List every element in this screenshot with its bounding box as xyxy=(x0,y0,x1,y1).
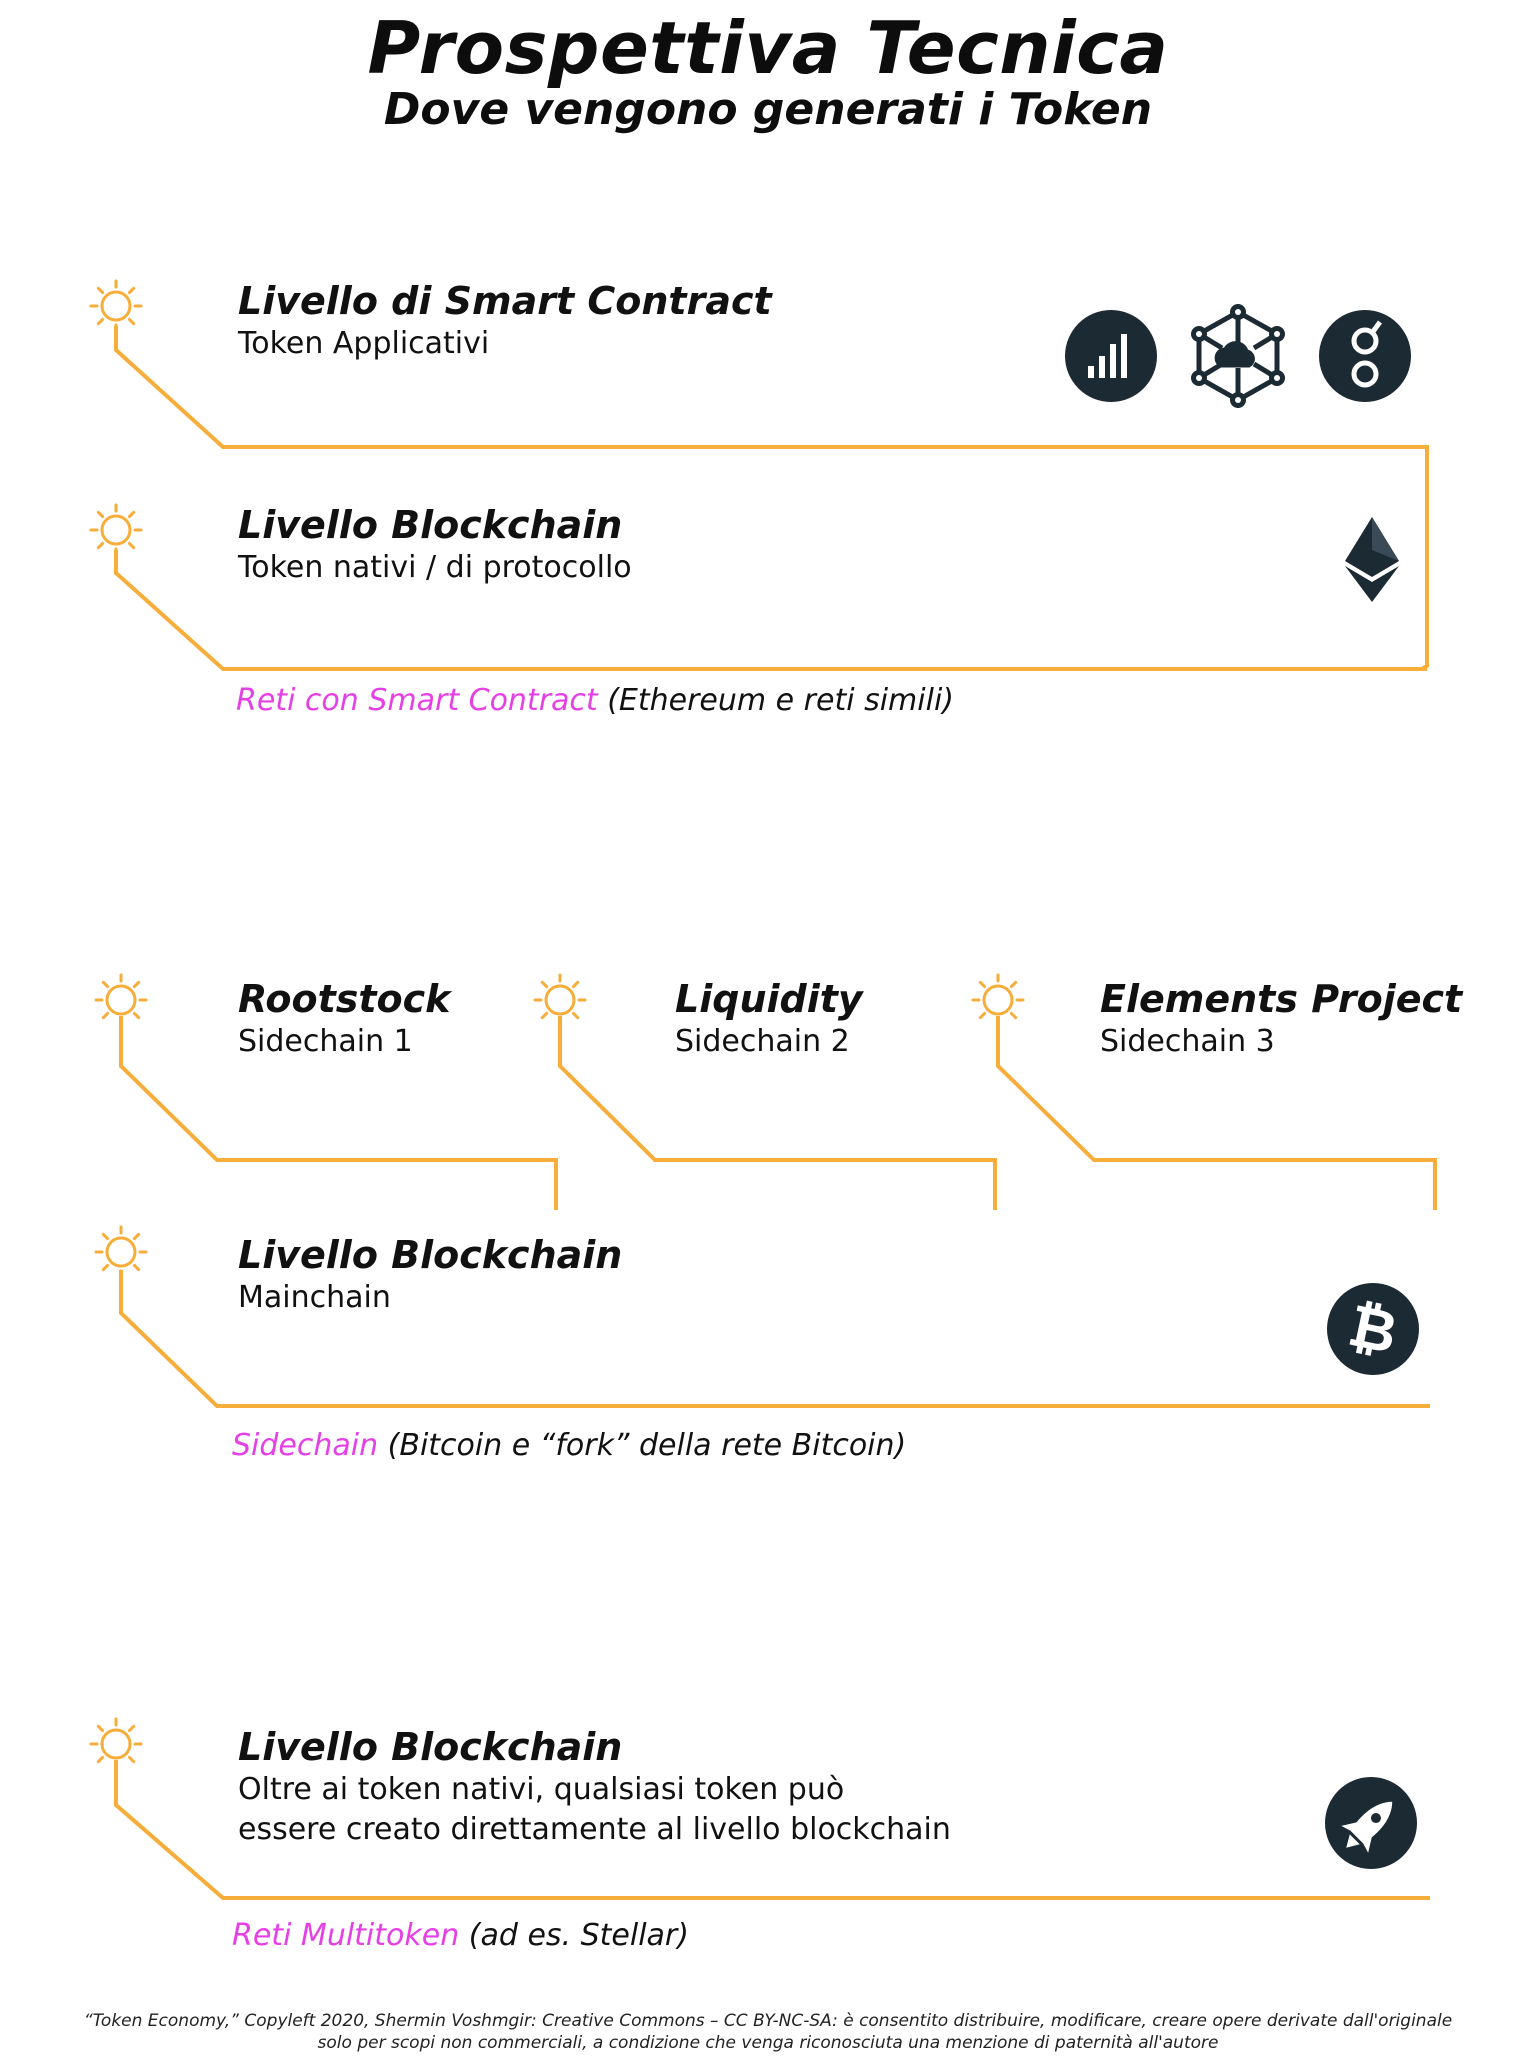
connector-blockchain-layer-1 xyxy=(114,550,1427,671)
blockchain-layer-2-label: Livello Blockchain Mainchain xyxy=(238,1232,622,1318)
sun-marker-icon xyxy=(94,973,148,1027)
sun-marker-icon xyxy=(94,1225,148,1279)
sidechain-1-title: Rootstock xyxy=(238,977,451,1021)
page-subtitle: Dove vengono generati i Token xyxy=(383,84,1153,135)
page-title: Prospettiva Tecnica xyxy=(367,6,1169,90)
blockchain-layer-1-label: Livello Blockchain Token nativi / di pro… xyxy=(238,502,632,588)
sun-marker-icon xyxy=(89,503,143,557)
sidechain-2-subtitle: Sidechain 2 xyxy=(675,1024,850,1059)
sidechain-1-label: Rootstock Sidechain 1 xyxy=(238,976,450,1062)
sidechain-2-title: Liquidity xyxy=(675,977,863,1021)
footer-line-2: solo per scopi non commerciali, a condiz… xyxy=(317,2033,1219,2053)
sun-marker-icon xyxy=(971,973,1025,1027)
sidechain-3-title: Elements Project xyxy=(1100,977,1463,1021)
connector-blockchain-layer-3 xyxy=(114,1760,1430,1900)
blockchain-layer-1-title: Livello Blockchain xyxy=(238,503,623,547)
network-highlight-1: Reti con Smart Contract xyxy=(236,683,598,718)
blockchain-layer-3-label: Livello Blockchain Oltre ai token nativi… xyxy=(238,1724,951,1850)
blockchain-layer-3-subtitle-line1: Oltre ai token nativi, qualsiasi token p… xyxy=(238,1772,845,1807)
rocket-icon xyxy=(1325,1777,1417,1869)
blockchain-layer-3-subtitle-line2: essere creato direttamente al livello bl… xyxy=(238,1812,951,1847)
bar-chart-icon xyxy=(1065,310,1157,402)
sidechain-2-label: Liquidity Sidechain 2 xyxy=(675,976,863,1062)
sun-marker-icon xyxy=(89,1717,143,1771)
footer-credits: “Token Economy,” Copyleft 2020, Shermin … xyxy=(0,2010,1536,2054)
blockchain-layer-1-subtitle: Token nativi / di protocollo xyxy=(238,550,632,585)
network-rest-2: (Bitcoin e “fork” della rete Bitcoin) xyxy=(378,1428,907,1463)
network-rest-1: (Ethereum e reti simili) xyxy=(597,683,954,718)
connector-liquidity xyxy=(558,1016,997,1210)
bitcoin-icon: ₿ xyxy=(1327,1283,1419,1375)
sidechain-3-label: Elements Project Sidechain 3 xyxy=(1100,976,1462,1062)
smart-contract-layer-title: Livello di Smart Contract xyxy=(238,279,772,323)
connector-blockchain-layer-2 xyxy=(119,1270,1430,1408)
network-caption-3: Reti Multitoken (ad es. Stellar) xyxy=(232,1918,689,1953)
network-cloud-icon xyxy=(1191,304,1285,408)
blockchain-layer-2-subtitle: Mainchain xyxy=(238,1280,391,1315)
sun-marker-icon xyxy=(89,279,143,333)
ethereum-icon xyxy=(1345,517,1399,602)
network-highlight-2: Sidechain xyxy=(232,1428,379,1463)
footer-line-1: “Token Economy,” Copyleft 2020, Shermin … xyxy=(83,2011,1453,2031)
golem-icon xyxy=(1319,310,1411,402)
network-caption-2: Sidechain (Bitcoin e “fork” della rete B… xyxy=(232,1428,906,1463)
smart-contract-layer-subtitle: Token Applicativi xyxy=(238,326,490,361)
sidechain-3-subtitle: Sidechain 3 xyxy=(1100,1024,1275,1059)
blockchain-layer-3-title: Livello Blockchain xyxy=(238,1725,623,1769)
smart-contract-layer-label: Livello di Smart Contract Token Applicat… xyxy=(238,278,772,364)
sidechain-1-subtitle: Sidechain 1 xyxy=(238,1024,413,1059)
network-rest-3: (ad es. Stellar) xyxy=(459,1918,689,1953)
connector-elements-project xyxy=(996,1016,1437,1210)
sun-marker-icon xyxy=(533,973,587,1027)
blockchain-layer-2-title: Livello Blockchain xyxy=(238,1233,623,1277)
connector-smart-contract-layer xyxy=(114,326,1429,670)
network-highlight-3: Reti Multitoken xyxy=(232,1918,460,1953)
network-caption-1: Reti con Smart Contract (Ethereum e reti… xyxy=(236,683,954,718)
connector-rootstock xyxy=(119,1016,558,1210)
